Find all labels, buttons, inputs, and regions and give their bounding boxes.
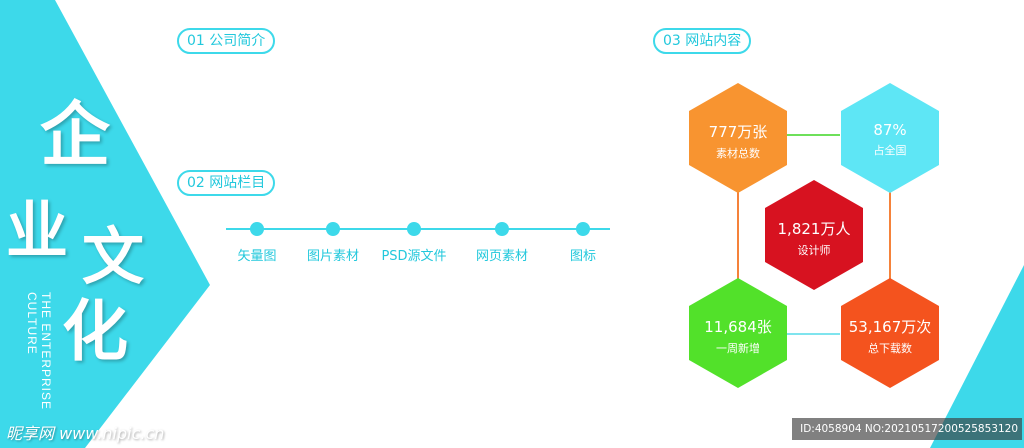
hex-text-weekly-new: 11,684张 一周新增 <box>683 316 793 356</box>
banner-title-char-2: 业 <box>6 194 69 267</box>
timeline-label-icons: 图标 <box>569 249 597 264</box>
timeline-dot <box>326 222 340 236</box>
hex-text-total-assets: 777万张 素材总数 <box>683 121 793 161</box>
hex-value: 11,684张 <box>704 318 772 336</box>
hex-label: 设计师 <box>797 244 831 257</box>
timeline-dot <box>576 222 590 236</box>
banner-title-char-1: 企 <box>40 93 110 176</box>
section-label-intro: 01 公司简介 <box>177 28 276 54</box>
timeline-dot <box>250 222 264 236</box>
banner-title-char-3: 文 <box>82 220 145 293</box>
hex-text-designers: 1,821万人 设计师 <box>759 218 869 258</box>
hex-label: 一周新增 <box>716 342 760 355</box>
timeline-label-images: 图片素材 <box>306 249 360 264</box>
timeline-label-vector: 矢量图 <box>237 249 277 264</box>
hex-value: 777万张 <box>708 123 768 141</box>
hex-designers <box>765 180 863 290</box>
hex-text-downloads: 53,167万次 总下载数 <box>835 316 945 356</box>
left-cyan-panel <box>0 0 210 448</box>
banner-title-char-4: 化 <box>62 292 128 370</box>
hex-national-share <box>841 83 939 193</box>
timeline-dot <box>495 222 509 236</box>
timeline-label-psd: PSD源文件 <box>381 249 447 264</box>
banner-subtitle: THE ENTERPRISE CULTURE <box>25 292 53 411</box>
hex-value: 1,821万人 <box>777 220 851 238</box>
section-label-content: 03 网站内容 <box>653 28 752 54</box>
timeline-label-web: 网页素材 <box>475 249 529 264</box>
section-label-columns: 02 网站栏目 <box>177 170 276 196</box>
hex-label: 素材总数 <box>716 147 760 160</box>
watermark-site: 昵享网 www.nipic.cn <box>6 424 165 443</box>
hex-text-national-share: 87% 占全国 <box>835 121 945 158</box>
hex-value: 87% <box>873 121 907 139</box>
timeline-dot <box>407 222 421 236</box>
hex-value: 53,167万次 <box>848 318 932 336</box>
bottom-right-cyan-corner <box>930 265 1024 448</box>
hex-label: 占全国 <box>873 144 907 157</box>
hex-weekly-new <box>689 278 787 388</box>
hex-label: 总下载数 <box>868 342 912 355</box>
hex-downloads <box>841 278 939 388</box>
watermark-id: ID:4058904 NO:20210517200525853120 <box>792 418 1022 440</box>
hex-total-assets <box>689 83 787 193</box>
